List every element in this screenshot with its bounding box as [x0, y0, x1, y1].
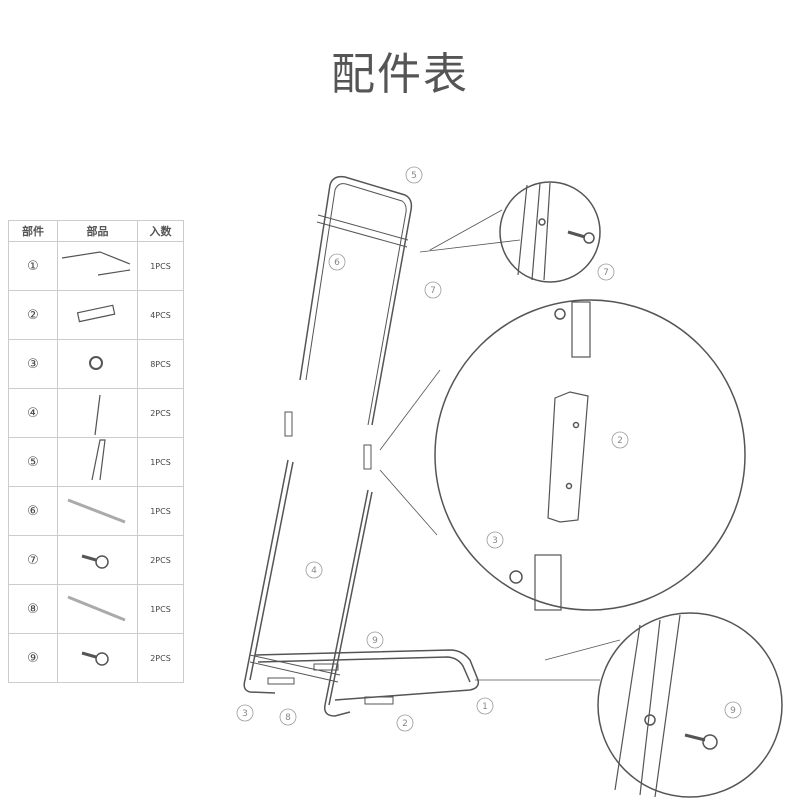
part-quantity: 1PCS — [137, 241, 184, 291]
part-quantity: 1PCS — [137, 437, 184, 487]
side-tube-right — [323, 489, 369, 717]
callout-3-detail: 3 — [492, 536, 498, 546]
part-number: ⑦ — [8, 535, 58, 585]
callout-4: 4 — [311, 566, 317, 576]
table-row: ⑥ 1PCS — [8, 486, 184, 536]
callout-2-detail: 2 — [617, 436, 623, 446]
callout-7-detail: 7 — [603, 268, 609, 278]
callout-5: 5 — [411, 171, 417, 181]
callout-9: 9 — [372, 636, 378, 646]
part-number: ④ — [8, 388, 58, 438]
part-number: ② — [8, 290, 58, 340]
crossbar-6 — [317, 214, 409, 241]
side-tube-left — [243, 459, 289, 694]
callout-2: 2 — [402, 719, 408, 729]
part-image-connector-plate — [57, 290, 138, 340]
callout-3: 3 — [242, 709, 248, 719]
part-quantity: 4PCS — [137, 290, 184, 340]
page-title: 配件表 — [331, 49, 469, 100]
table-row: ④ 2PCS — [8, 388, 184, 438]
top-frame — [299, 175, 413, 426]
part-quantity: 1PCS — [137, 486, 184, 536]
base-frame — [254, 649, 480, 701]
table-row: ② 4PCS — [8, 290, 184, 340]
part-quantity: 2PCS — [137, 633, 184, 683]
callout-6: 6 — [334, 258, 340, 268]
detail-circle-middle — [434, 299, 746, 611]
detail-circle-bottom — [597, 612, 783, 798]
callout-7: 7 — [430, 286, 436, 296]
detail-circle-top — [499, 181, 601, 283]
part-quantity: 2PCS — [137, 388, 184, 438]
callout-8: 8 — [285, 713, 291, 723]
callout-1: 1 — [482, 702, 488, 712]
part-number: ⑥ — [8, 486, 58, 536]
callout-9-detail: 9 — [730, 706, 736, 716]
part-image-base-frame — [57, 241, 138, 291]
part-quantity: 8PCS — [137, 339, 184, 389]
